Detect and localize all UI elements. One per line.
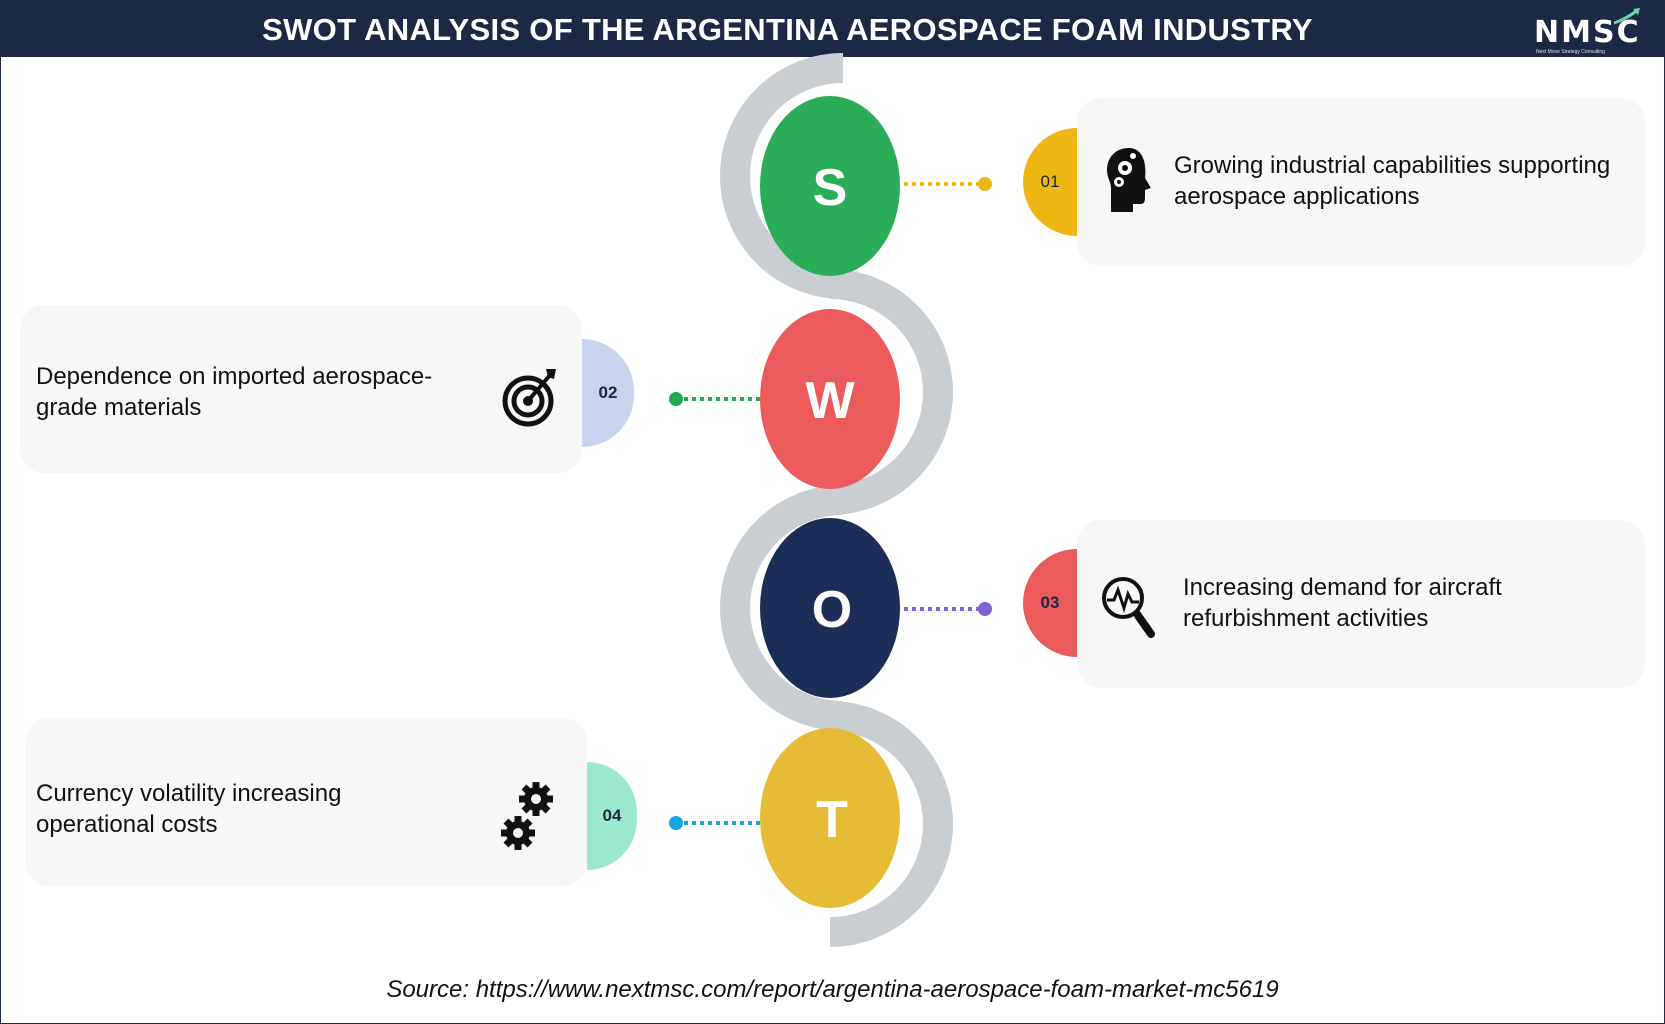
connector-dot-t: [669, 816, 683, 830]
logo-swoosh-icon: [1613, 8, 1640, 25]
target-icon: [502, 369, 556, 427]
nmsc-logo: NMSC Next Move Strategy Consulting: [1528, 7, 1646, 55]
weakness-text: Dependence on imported aerospace-grade m…: [36, 363, 433, 421]
number-label: 01: [1040, 172, 1060, 191]
letter-w: W: [805, 372, 855, 430]
brain-gears-icon: [1107, 148, 1151, 212]
spine-arc-s: [720, 53, 844, 299]
page-title: SWOT ANALYSIS OF THE ARGENTINA AEROSPACE…: [262, 12, 1313, 47]
letter-t: T: [816, 791, 848, 849]
number-label: 02: [598, 383, 618, 402]
threat-text: Currency volatility increasing operation…: [36, 780, 342, 838]
strength-card: Growing industrial capabilities supporti…: [1077, 98, 1645, 266]
source-citation: Source: https://www.nextmsc.com/report/a…: [386, 976, 1279, 1003]
spine-arc-t: [829, 701, 953, 947]
header-bar: SWOT ANALYSIS OF THE ARGENTINA AEROSPACE…: [1, 1, 1664, 57]
connector-dot-s: [978, 177, 992, 191]
gears-icon: [501, 782, 553, 850]
circle-t: [760, 728, 900, 908]
magnifier-pulse-icon: [1102, 577, 1155, 638]
circle-w: [760, 309, 900, 489]
opportunity-card: Increasing demand for aircraft refurbish…: [1077, 520, 1645, 688]
spine-arc-w: [829, 269, 953, 515]
opportunity-text: Increasing demand for aircraft refurbish…: [1183, 574, 1502, 632]
spine-arc-o: [720, 485, 844, 731]
circle-o: [760, 518, 900, 698]
connector-dot-w: [669, 392, 683, 406]
weakness-card: Dependence on imported aerospace-grade m…: [20, 305, 582, 473]
letter-o: O: [811, 581, 853, 639]
letter-s: S: [812, 159, 848, 217]
number-label: 03: [1040, 593, 1060, 612]
number-label: 04: [602, 806, 622, 825]
circle-s: [760, 96, 900, 276]
connector-dot-o: [978, 602, 992, 616]
logo-subtitle: Next Move Strategy Consulting: [1536, 49, 1605, 55]
threat-card: Currency volatility increasing operation…: [25, 718, 587, 886]
strength-text: Growing industrial capabilities supporti…: [1174, 152, 1611, 210]
